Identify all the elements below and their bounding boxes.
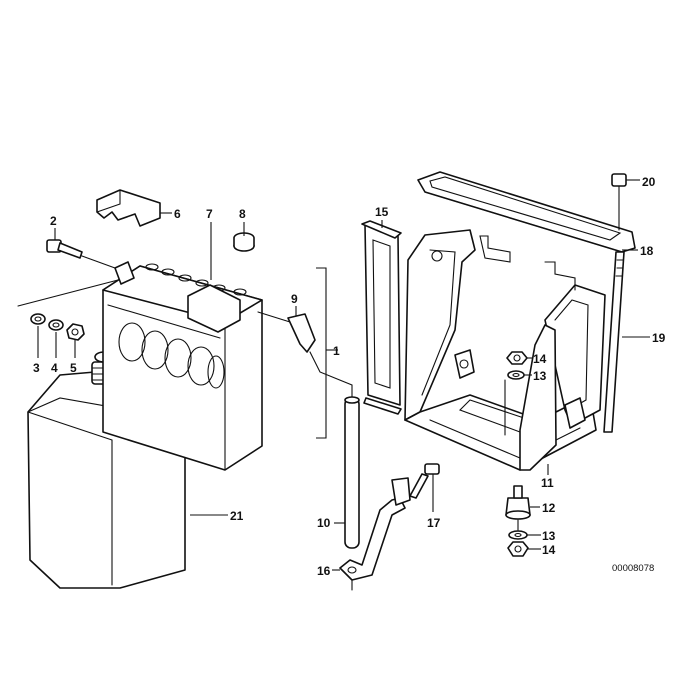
- callout-4: 4: [51, 361, 58, 375]
- callout-20: 20: [642, 175, 656, 189]
- callout-12: 12: [542, 501, 556, 515]
- bolt-part: [409, 463, 440, 499]
- callout-14-lower: 14: [542, 543, 556, 557]
- rubber-mount-part: [505, 485, 531, 531]
- callout-7: 7: [206, 207, 213, 221]
- callout-19: 19: [652, 331, 666, 345]
- long-bolt-part: [603, 251, 625, 433]
- callout-10: 10: [317, 516, 331, 530]
- callout-3: 3: [33, 361, 40, 375]
- callout-8: 8: [239, 207, 246, 221]
- top-screw-part: [611, 173, 627, 231]
- cover-plate-part: [417, 171, 636, 253]
- vent-elbow-part: [257, 311, 316, 353]
- callout-14-upper: 14: [533, 352, 547, 366]
- callout-2: 2: [50, 214, 57, 228]
- callout-9: 9: [291, 292, 298, 306]
- callout-18: 18: [640, 244, 654, 258]
- callout-1: 1: [333, 344, 340, 358]
- callout-15: 15: [375, 205, 389, 219]
- callout-5: 5: [70, 361, 77, 375]
- callout-6: 6: [174, 207, 181, 221]
- battery-part: [102, 261, 263, 471]
- callout-17: 17: [427, 516, 441, 530]
- holding-strap-part: [361, 220, 402, 415]
- screw-part: [46, 239, 116, 269]
- assembly-line-washers: [17, 279, 119, 307]
- washer-upper: [507, 370, 525, 380]
- terminal-cover-part: [96, 189, 161, 227]
- washer-nut-group: [30, 313, 85, 341]
- washer-lower: [508, 530, 528, 540]
- callout-11: 11: [541, 476, 554, 490]
- reference-number: 00008078: [612, 563, 654, 574]
- battery-tray-part: [404, 229, 606, 471]
- rubber-cap-part: [233, 232, 255, 252]
- callout-21: 21: [230, 509, 244, 523]
- callout-13-upper: 13: [533, 369, 547, 383]
- leader-lines: [37, 179, 650, 571]
- vent-hose-part: [309, 351, 360, 549]
- callout-13-lower: 13: [542, 529, 556, 543]
- callout-16: 16: [317, 564, 331, 578]
- nut-upper: [506, 351, 528, 365]
- bracket-callout-1: [316, 267, 327, 439]
- mount-bracket-part: [339, 477, 411, 591]
- nut-lower: [507, 541, 529, 557]
